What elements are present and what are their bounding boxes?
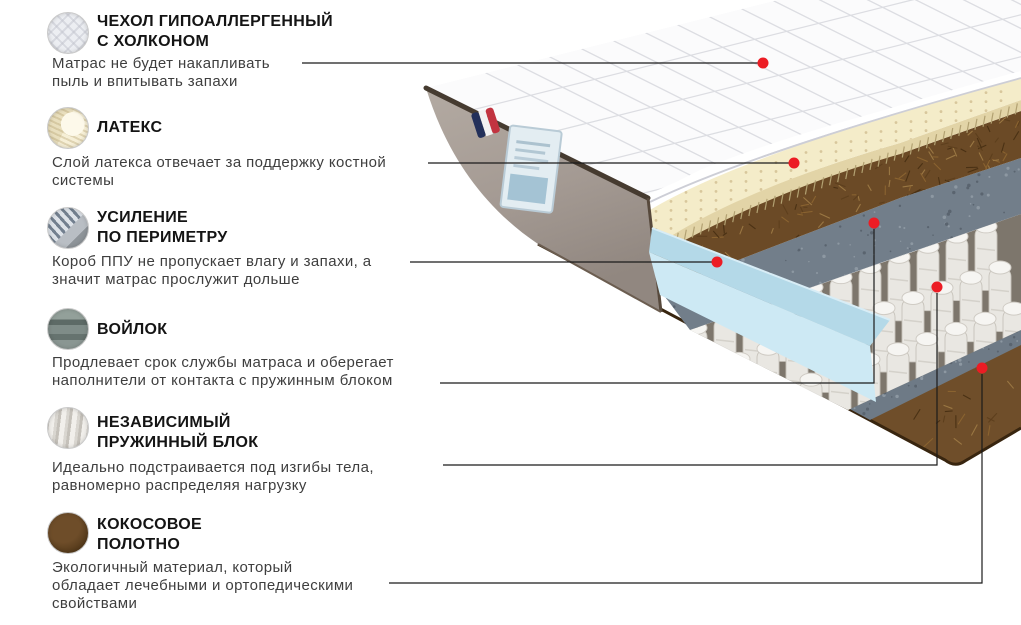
latex-icon [47, 107, 89, 149]
ribbon-tag [471, 107, 500, 138]
title-line: ПОЛОТНО [97, 536, 181, 553]
layer-ppu-perimeter-foam [649, 227, 891, 402]
callout-dot-coconut [976, 362, 988, 374]
section-description: Слой латекса отвечает за поддержку костн… [52, 154, 387, 189]
perimeter-reinforcement-icon [47, 207, 89, 249]
title-line: НЕЗАВИСИМЫЙ [97, 414, 231, 431]
callout-dot-felt [868, 217, 880, 229]
quilted-cover-icon [47, 12, 89, 54]
title-line: УСИЛЕНИЕ [97, 209, 189, 226]
mattress-side-panel [423, 85, 663, 313]
pocket-springs-icon [47, 407, 89, 449]
section-title: ЧЕХОЛ ГИПОАЛЛЕРГЕННЫЙ С ХОЛКОНОМ [97, 12, 333, 52]
section-title: УСИЛЕНИЕ ПО ПЕРИМЕТРУ [97, 208, 228, 248]
title-line: ЛАТЕКС [97, 119, 163, 136]
callout-line-felt [440, 229, 875, 384]
title-line: ПО ПЕРИМЕТРУ [97, 229, 228, 246]
title-line: КОКОСОВОЕ [97, 516, 202, 533]
callout-dot-springs [931, 281, 943, 293]
callout-line-springs [443, 293, 938, 466]
section-title: КОКОСОВОЕ ПОЛОТНО [97, 515, 202, 555]
section-description: Идеально подстраивается под изгибы тела,… [52, 459, 374, 494]
section-description: Матрас не будет накапливать пыль и впиты… [52, 55, 271, 90]
callout-dot-perimeter [711, 256, 723, 268]
callout-dot-latex [788, 157, 800, 169]
callout-line-coconut [389, 374, 983, 584]
title-line: ПРУЖИННЫЙ БЛОК [97, 434, 259, 451]
title-line: С ХОЛКОНОМ [97, 33, 210, 50]
mattress-label-tag [499, 124, 563, 214]
callout-dot-cover [757, 57, 769, 69]
title-line: ЧЕХОЛ ГИПОАЛЛЕРГЕННЫЙ [97, 13, 333, 30]
section-title: ВОЙЛОК [97, 320, 167, 340]
section-title: НЕЗАВИСИМЫЙ ПРУЖИННЫЙ БЛОК [97, 413, 258, 453]
section-description: Короб ППУ не пропускает влагу и запахи, … [52, 253, 372, 288]
section-description: Продлевает срок службы матраса и оберега… [52, 354, 394, 389]
title-line: ВОЙЛОК [97, 321, 168, 338]
felt-icon [47, 308, 89, 350]
section-description: Экологичный материал, который обладает л… [52, 559, 354, 612]
coconut-coir-icon [47, 512, 89, 554]
section-title: ЛАТЕКС [97, 118, 162, 138]
callout-lines [302, 57, 988, 584]
